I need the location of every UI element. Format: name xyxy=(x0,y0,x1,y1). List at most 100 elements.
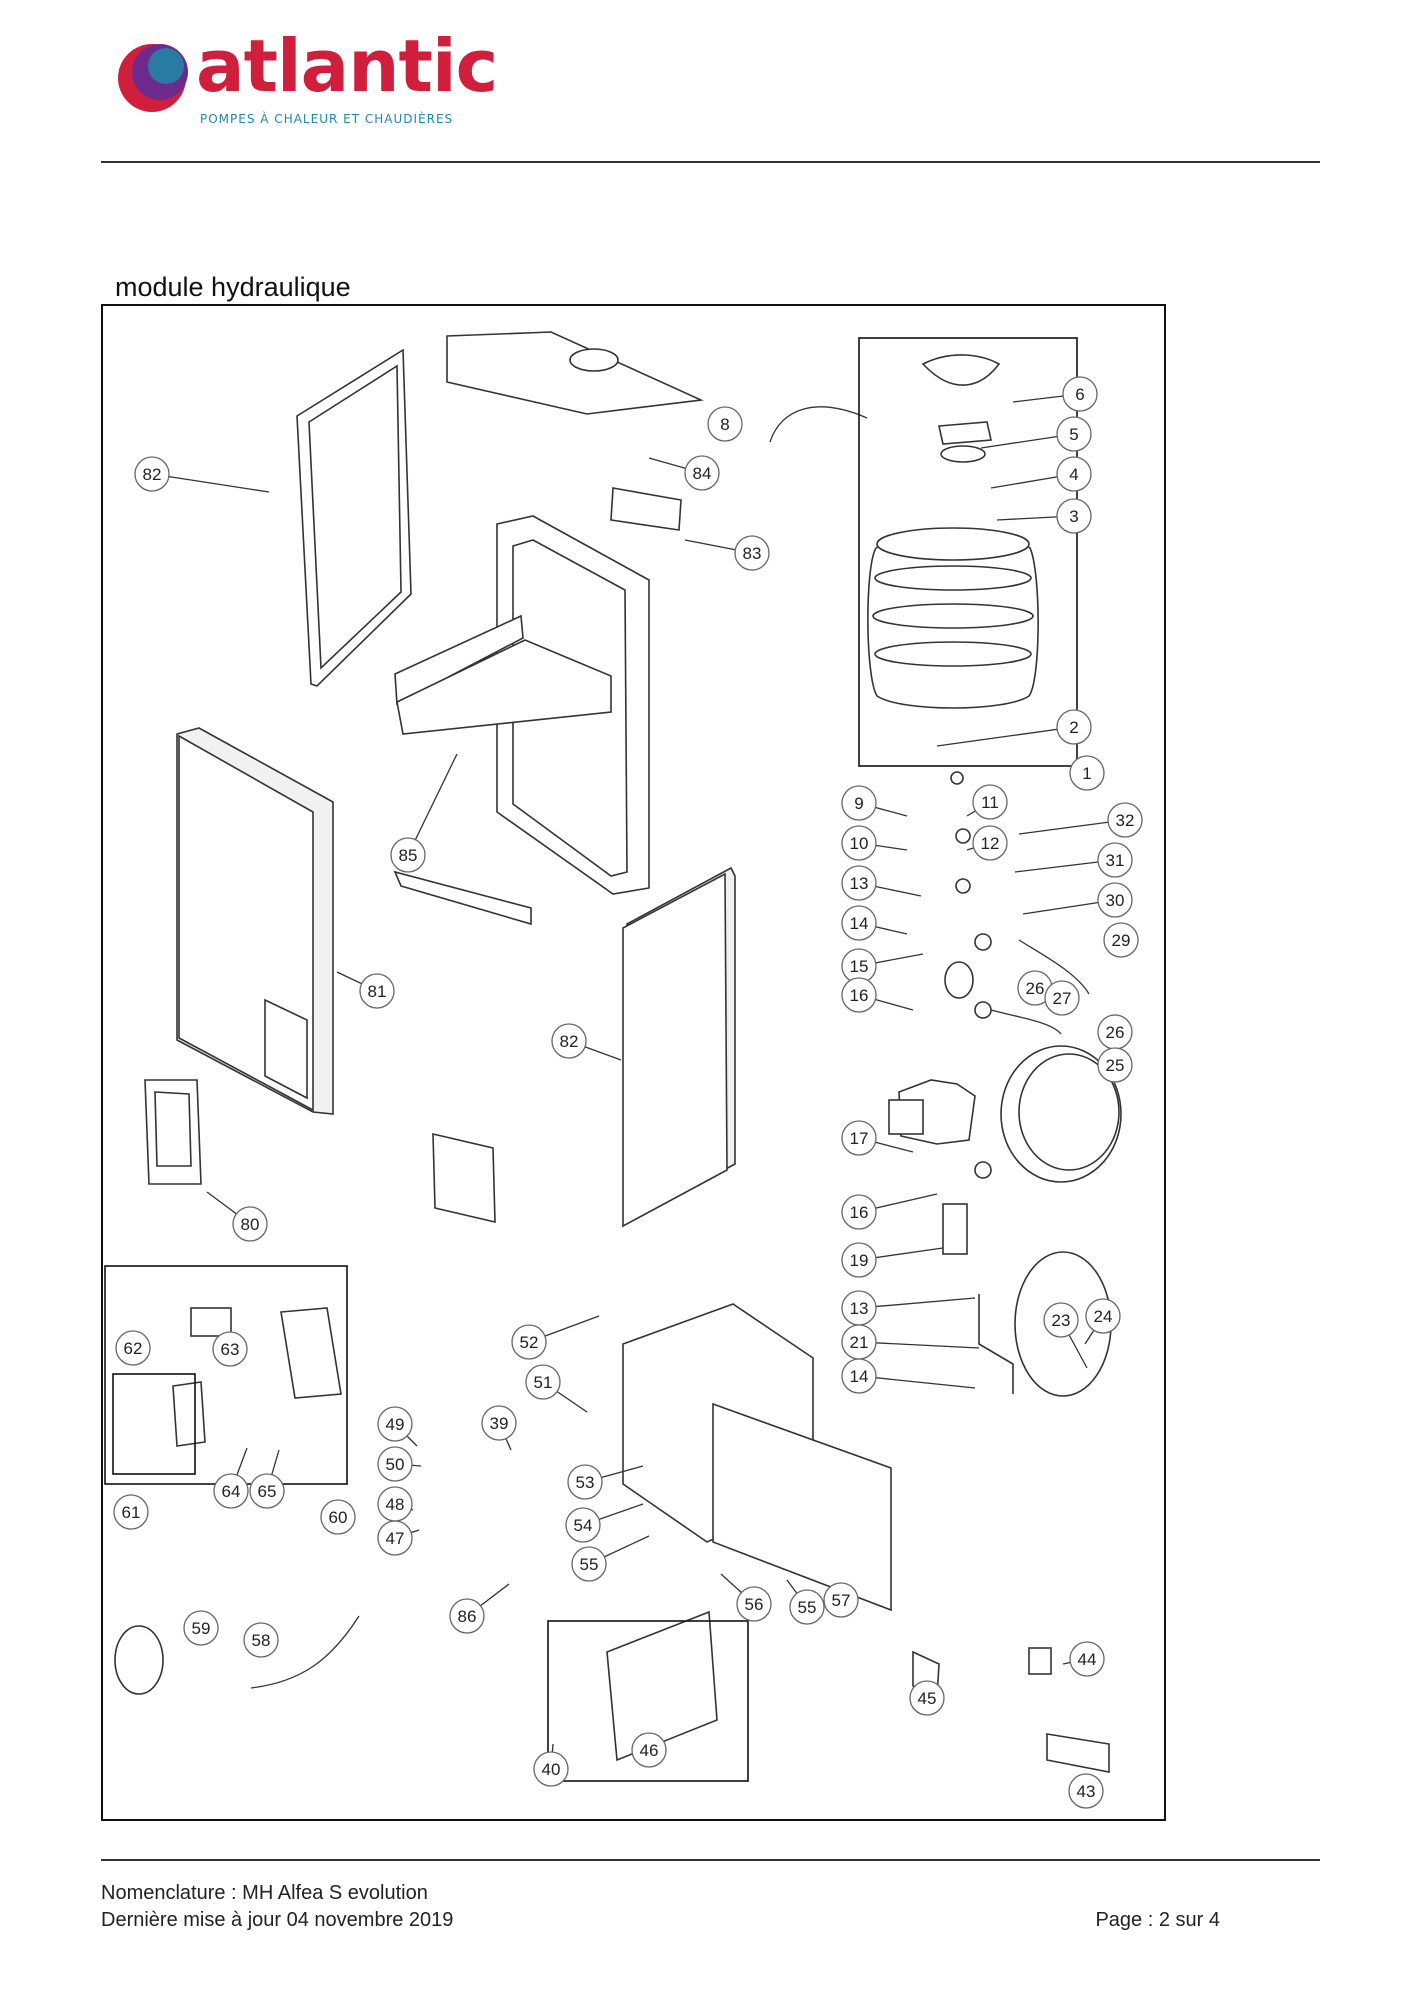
callout-label: 51 xyxy=(534,1373,553,1392)
callout-6: 6 xyxy=(1062,376,1098,412)
callout-16: 16 xyxy=(841,1194,877,1230)
footer-page-number: Page : 2 sur 4 xyxy=(1095,1909,1220,1931)
section-title: module hydraulique xyxy=(115,272,351,302)
callout-1: 1 xyxy=(1069,755,1105,791)
callout-26: 26 xyxy=(1097,1014,1133,1050)
callout-83: 83 xyxy=(734,535,770,571)
callout-11: 11 xyxy=(972,784,1008,820)
callout-label: 58 xyxy=(252,1631,271,1650)
callout-52: 52 xyxy=(511,1324,547,1360)
callout-2: 2 xyxy=(1056,709,1092,745)
footer-rule xyxy=(101,1859,1320,1861)
callout-label: 56 xyxy=(745,1595,764,1614)
callout-label: 55 xyxy=(798,1598,817,1617)
callout-label: 64 xyxy=(222,1482,241,1501)
callout-54: 54 xyxy=(565,1507,601,1543)
callout-82: 82 xyxy=(551,1023,587,1059)
callout-label: 32 xyxy=(1116,811,1135,830)
callout-47: 47 xyxy=(377,1520,413,1556)
callout-14: 14 xyxy=(841,905,877,941)
callout-label: 12 xyxy=(981,834,1000,853)
callout-label: 63 xyxy=(221,1340,240,1359)
callout-44: 44 xyxy=(1069,1641,1105,1677)
callout-64: 64 xyxy=(213,1473,249,1509)
sub-assembly-boxes xyxy=(104,337,1078,1782)
callout-label: 52 xyxy=(520,1333,539,1352)
callout-label: 81 xyxy=(368,982,387,1001)
callout-label: 25 xyxy=(1106,1056,1125,1075)
callout-62: 62 xyxy=(115,1330,151,1366)
callout-label: 45 xyxy=(918,1689,937,1708)
callout-label: 15 xyxy=(850,957,869,976)
callout-label: 82 xyxy=(143,465,162,484)
expansion-tank-group-box xyxy=(858,337,1078,767)
callout-9: 9 xyxy=(841,785,877,821)
callout-45: 45 xyxy=(909,1680,945,1716)
callout-label: 1 xyxy=(1082,764,1091,783)
callout-32: 32 xyxy=(1107,802,1143,838)
callout-label: 59 xyxy=(192,1619,211,1638)
callout-label: 16 xyxy=(850,1203,869,1222)
callout-leader-13 xyxy=(858,1297,976,1309)
callout-label: 55 xyxy=(580,1555,599,1574)
callout-label: 5 xyxy=(1069,425,1078,444)
callout-84: 84 xyxy=(684,455,720,491)
callout-label: 57 xyxy=(832,1591,851,1610)
callout-21: 21 xyxy=(841,1324,877,1360)
callout-46: 46 xyxy=(631,1732,667,1768)
callout-label: 31 xyxy=(1106,851,1125,870)
callout-16: 16 xyxy=(841,977,877,1013)
footer-nomenclature: Nomenclature : MH Alfea S evolution xyxy=(101,1882,428,1904)
callout-56: 56 xyxy=(736,1586,772,1622)
brand-name: atlantic xyxy=(196,24,498,108)
diagram-frame xyxy=(101,304,1166,1821)
callout-60: 60 xyxy=(320,1499,356,1535)
callout-57: 57 xyxy=(823,1582,859,1618)
callout-label: 40 xyxy=(542,1760,561,1779)
callout-label: 11 xyxy=(981,793,999,812)
callout-25: 25 xyxy=(1097,1047,1133,1083)
callout-label: 48 xyxy=(386,1495,405,1514)
callout-label: 43 xyxy=(1077,1782,1096,1801)
callout-label: 6 xyxy=(1075,385,1084,404)
callout-50: 50 xyxy=(377,1446,413,1482)
callout-label: 61 xyxy=(122,1503,141,1522)
callout-43: 43 xyxy=(1068,1773,1104,1809)
callout-leader-32 xyxy=(1018,819,1126,835)
callout-label: 2 xyxy=(1069,718,1078,737)
callout-leader-2 xyxy=(936,726,1075,747)
callout-label: 4 xyxy=(1069,465,1078,484)
callout-label: 14 xyxy=(850,1367,869,1386)
callout-label: 13 xyxy=(850,874,869,893)
callout-12: 12 xyxy=(972,825,1008,861)
callout-40: 40 xyxy=(533,1751,569,1787)
callout-label: 3 xyxy=(1069,507,1078,526)
callout-label: 84 xyxy=(693,464,712,483)
callout-13: 13 xyxy=(841,865,877,901)
callout-85: 85 xyxy=(390,837,426,873)
callout-label: 82 xyxy=(560,1032,579,1051)
callout-label: 53 xyxy=(576,1473,595,1492)
callout-55: 55 xyxy=(571,1546,607,1582)
callout-leader-21 xyxy=(858,1341,980,1349)
callout-label: 8 xyxy=(720,415,729,434)
callout-30: 30 xyxy=(1097,882,1133,918)
callout-27: 27 xyxy=(1044,980,1080,1016)
header-rule xyxy=(101,161,1320,163)
callout-65: 65 xyxy=(249,1473,285,1509)
callout-label: 39 xyxy=(490,1414,509,1433)
callout-leader-85 xyxy=(407,753,458,856)
callout-label: 29 xyxy=(1112,931,1131,950)
callout-13: 13 xyxy=(841,1290,877,1326)
brand-tagline: POMPES À CHALEUR ET CHAUDIÈRES xyxy=(200,112,454,126)
callout-leader-14 xyxy=(858,1375,976,1389)
callout-39: 39 xyxy=(481,1405,517,1441)
callout-10: 10 xyxy=(841,825,877,861)
callout-label: 49 xyxy=(386,1415,405,1434)
footer-updated: Dernière mise à jour 04 novembre 2019 xyxy=(101,1909,454,1931)
callout-label: 46 xyxy=(640,1741,659,1760)
callout-label: 44 xyxy=(1078,1650,1097,1669)
callout-8: 8 xyxy=(707,406,743,442)
